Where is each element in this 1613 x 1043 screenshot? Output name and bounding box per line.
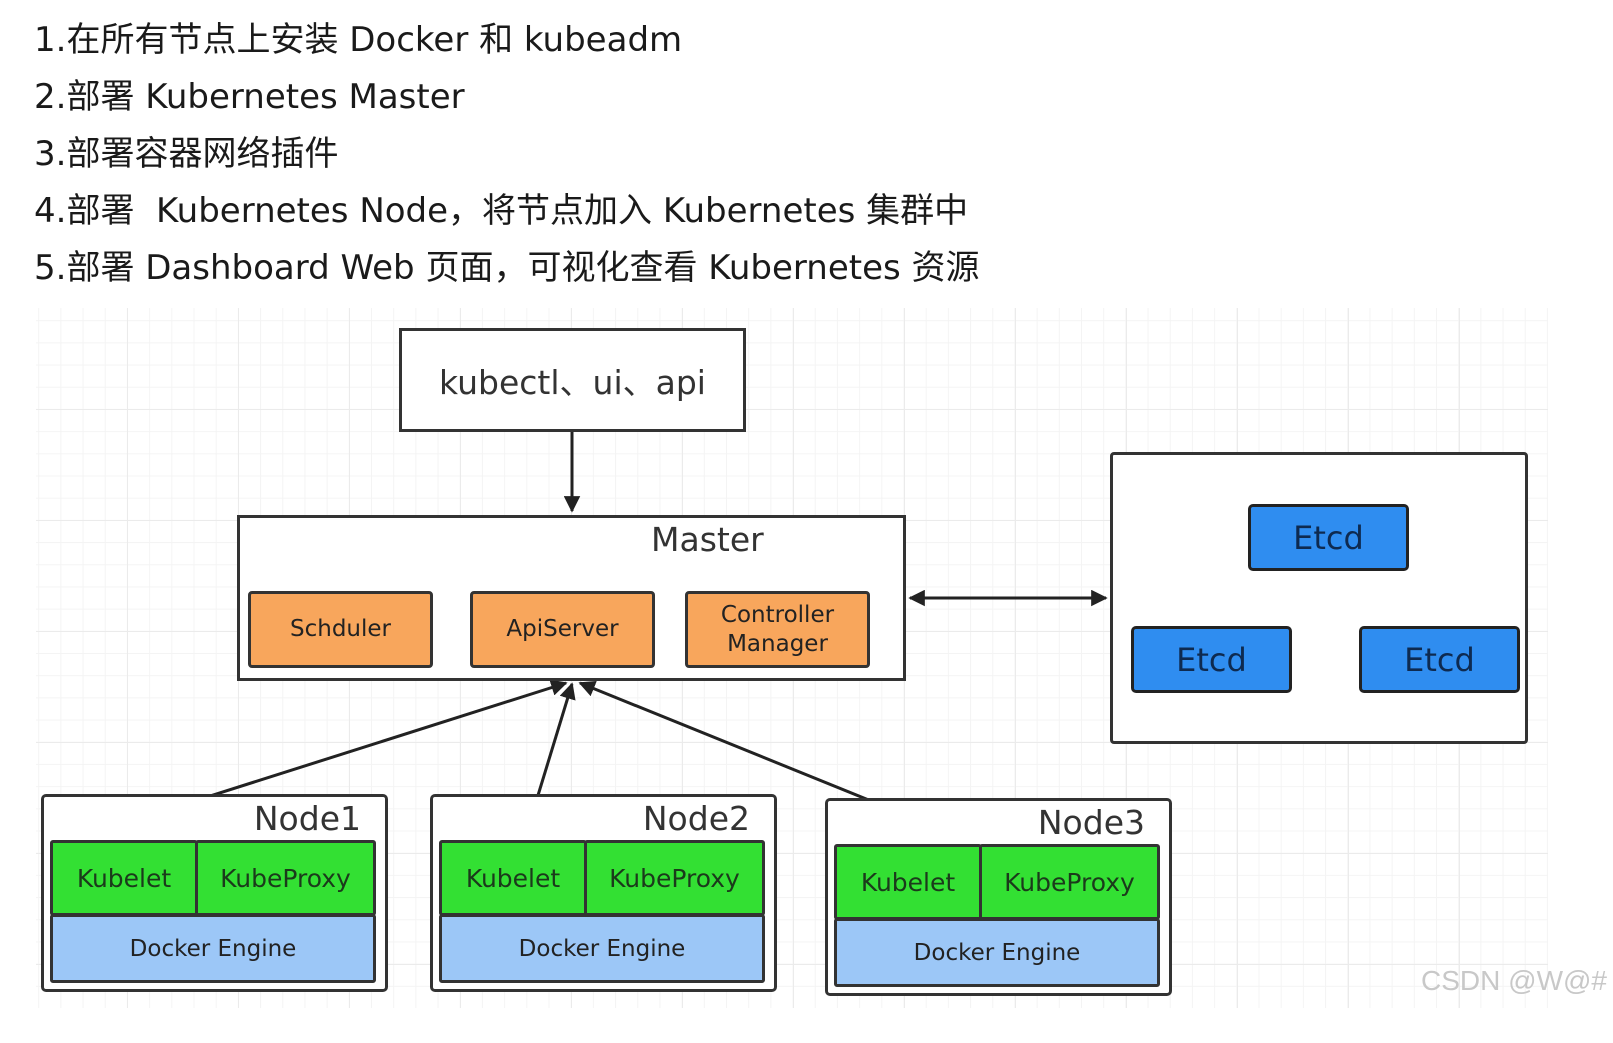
etcd-top: Etcd: [1248, 504, 1409, 571]
node3-kubelet: Kubelet: [834, 844, 982, 920]
apiserver-component: ApiServer: [470, 591, 655, 668]
controller-manager-component: Controller Manager: [685, 591, 870, 668]
step-2: 2.部署 Kubernetes Master: [34, 77, 465, 117]
node1-docker-engine: Docker Engine: [50, 914, 376, 983]
node1-title: Node1: [253, 799, 361, 838]
step-1: 1.在所有节点上安装 Docker 和 kubeadm: [34, 20, 683, 60]
master-title: Master: [651, 520, 764, 559]
step-5: 5.部署 Dashboard Web 页面，可视化查看 Kubernetes 资…: [34, 248, 980, 288]
node2-title: Node2: [642, 799, 750, 838]
step-4: 4.部署 Kubernetes Node，将节点加入 Kubernetes 集群…: [34, 191, 969, 231]
scheduler-component: Schduler: [248, 591, 433, 668]
etcd-left: Etcd: [1131, 626, 1292, 693]
client-box: kubectl、ui、api: [399, 328, 746, 432]
node2-kubeproxy: KubeProxy: [584, 840, 765, 916]
node2-kubelet: Kubelet: [439, 840, 587, 916]
node3-box: Node3 Kubelet KubeProxy Docker Engine: [825, 798, 1172, 996]
step-3: 3.部署容器网络插件: [34, 134, 339, 174]
master-box: Master Schduler ApiServer Controller Man…: [237, 515, 906, 681]
etcd-cluster-box: Etcd Etcd Etcd: [1110, 452, 1528, 744]
node1-kubeproxy: KubeProxy: [195, 840, 376, 916]
node2-docker-engine: Docker Engine: [439, 914, 765, 983]
etcd-right: Etcd: [1359, 626, 1520, 693]
deployment-steps: 1.在所有节点上安装 Docker 和 kubeadm 2.部署 Kuberne…: [34, 12, 980, 297]
node1-kubelet: Kubelet: [50, 840, 198, 916]
node1-box: Node1 Kubelet KubeProxy Docker Engine: [41, 794, 388, 992]
csdn-watermark: CSDN @W@#: [1421, 965, 1607, 996]
node3-kubeproxy: KubeProxy: [979, 844, 1160, 920]
node3-title: Node3: [1037, 803, 1145, 842]
node3-docker-engine: Docker Engine: [834, 918, 1160, 987]
node2-box: Node2 Kubelet KubeProxy Docker Engine: [430, 794, 777, 992]
